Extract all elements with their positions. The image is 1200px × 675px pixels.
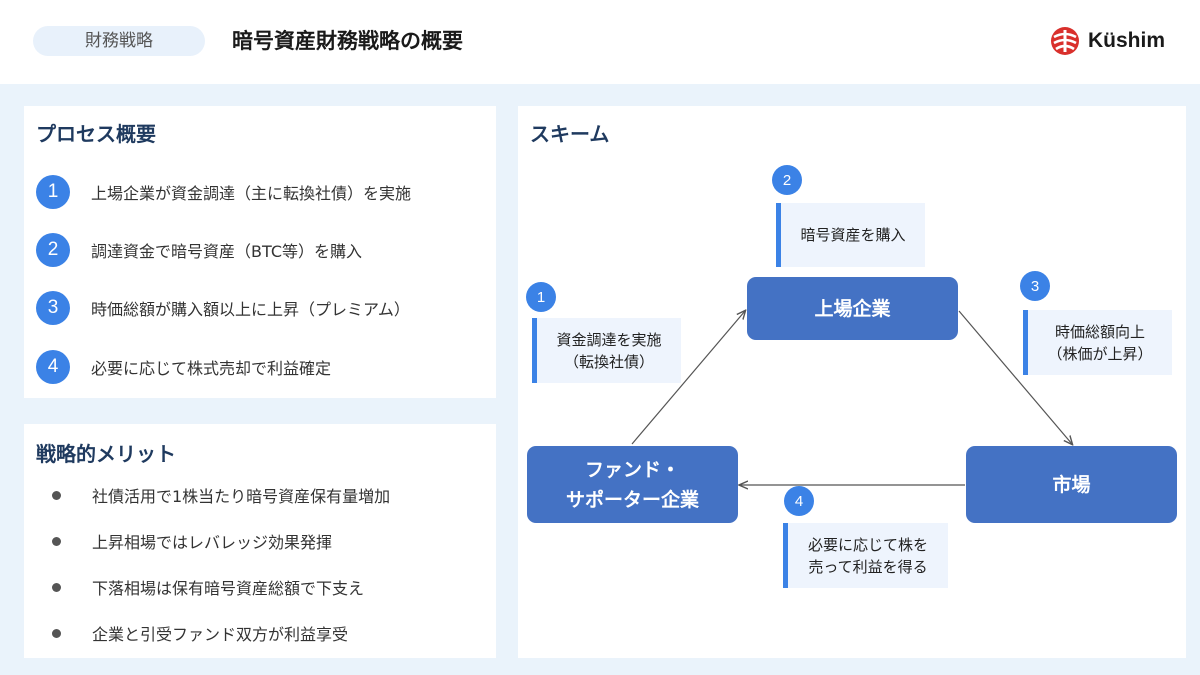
step-number-badge: 2 <box>36 233 70 267</box>
scheme-step-note: 時価総額向上 （株価が上昇） <box>1023 310 1172 375</box>
note-line: 時価総額向上 <box>1054 322 1145 341</box>
note-line: （転換社債） <box>563 352 654 371</box>
arrow-fund-to-company <box>631 311 745 445</box>
step-number-badge: 3 <box>36 291 70 325</box>
merits-panel: 戦略的メリット 社債活用で1株当たり暗号資産保有量増加 上昇相場ではレバレッジ効… <box>24 424 496 658</box>
arrow-company-to-market <box>958 310 1072 444</box>
note-line: 必要に応じて株を <box>807 535 928 554</box>
note-line: 売って利益を得る <box>808 557 928 576</box>
scheme-step-badge: 2 <box>772 165 802 195</box>
process-step-text: 調達資金で暗号資産（BTC等）を購入 <box>91 242 362 261</box>
bullet-icon <box>52 490 61 500</box>
scheme-title: スキーム <box>530 122 610 146</box>
process-step-text: 時価総額が購入額以上に上昇（プレミアム） <box>91 300 410 319</box>
category-tag: 財務戦略 <box>33 26 205 56</box>
brand-logo: Küshim <box>1050 24 1165 58</box>
merits-title: 戦略的メリット <box>36 442 176 466</box>
logo-mark-icon <box>1051 27 1079 55</box>
merit-item: 上昇相場ではレバレッジ効果発揮 <box>52 529 332 553</box>
scheme-step-badge: 4 <box>784 486 814 516</box>
scheme-step-note: 暗号資産を購入 <box>776 203 925 267</box>
merit-text: 上昇相場ではレバレッジ効果発揮 <box>92 533 333 552</box>
bullet-icon <box>52 536 61 546</box>
merit-item: 社債活用で1株当たり暗号資産保有量増加 <box>52 483 390 507</box>
node-market: 市場 <box>966 446 1177 523</box>
process-step: 2 調達資金で暗号資産（BTC等）を購入 <box>36 233 362 267</box>
process-step: 4 必要に応じて株式売却で利益確定 <box>36 350 331 384</box>
scheme-step-badge: 3 <box>1020 271 1050 301</box>
node-fund-supporter: ファンド・ サポーター企業 <box>527 446 738 523</box>
merit-item: 企業と引受ファンド双方が利益享受 <box>52 621 348 645</box>
process-step-text: 必要に応じて株式売却で利益確定 <box>91 359 332 378</box>
merit-text: 下落相場は保有暗号資産総額で下支え <box>92 579 365 598</box>
node-fund-line1: ファンド・ <box>584 458 680 481</box>
note-line: 資金調達を実施 <box>556 330 662 349</box>
process-step: 3 時価総額が購入額以上に上昇（プレミアム） <box>36 291 410 325</box>
step-number-badge: 1 <box>36 175 70 209</box>
process-title: プロセス概要 <box>36 122 156 146</box>
node-fund-line2: サポーター企業 <box>565 488 699 511</box>
scheme-step-note: 資金調達を実施 （転換社債） <box>532 318 681 383</box>
merit-item: 下落相場は保有暗号資産総額で下支え <box>52 575 364 599</box>
process-step-text: 上場企業が資金調達（主に転換社債）を実施 <box>91 184 412 203</box>
node-listed-company: 上場企業 <box>747 277 958 340</box>
bullet-icon <box>52 628 61 638</box>
merit-text: 社債活用で1株当たり暗号資産保有量増加 <box>92 487 391 506</box>
bullet-icon <box>52 582 61 592</box>
scheme-step-note: 必要に応じて株を 売って利益を得る <box>783 523 948 588</box>
process-step: 1 上場企業が資金調達（主に転換社債）を実施 <box>36 175 411 209</box>
scheme-step-badge: 1 <box>526 282 556 312</box>
merit-text: 企業と引受ファンド双方が利益享受 <box>92 625 349 644</box>
logo-text: Küshim <box>1088 29 1166 52</box>
step-number-badge: 4 <box>36 350 70 384</box>
note-line: （株価が上昇） <box>1047 344 1153 363</box>
header-bar: 財務戦略 暗号資産財務戦略の概要 Küshim <box>0 0 1200 84</box>
page-title: 暗号資産財務戦略の概要 <box>232 29 463 53</box>
process-panel: プロセス概要 1 上場企業が資金調達（主に転換社債）を実施 2 調達資金で暗号資… <box>24 106 496 398</box>
note-line: 暗号資産を購入 <box>800 226 906 244</box>
